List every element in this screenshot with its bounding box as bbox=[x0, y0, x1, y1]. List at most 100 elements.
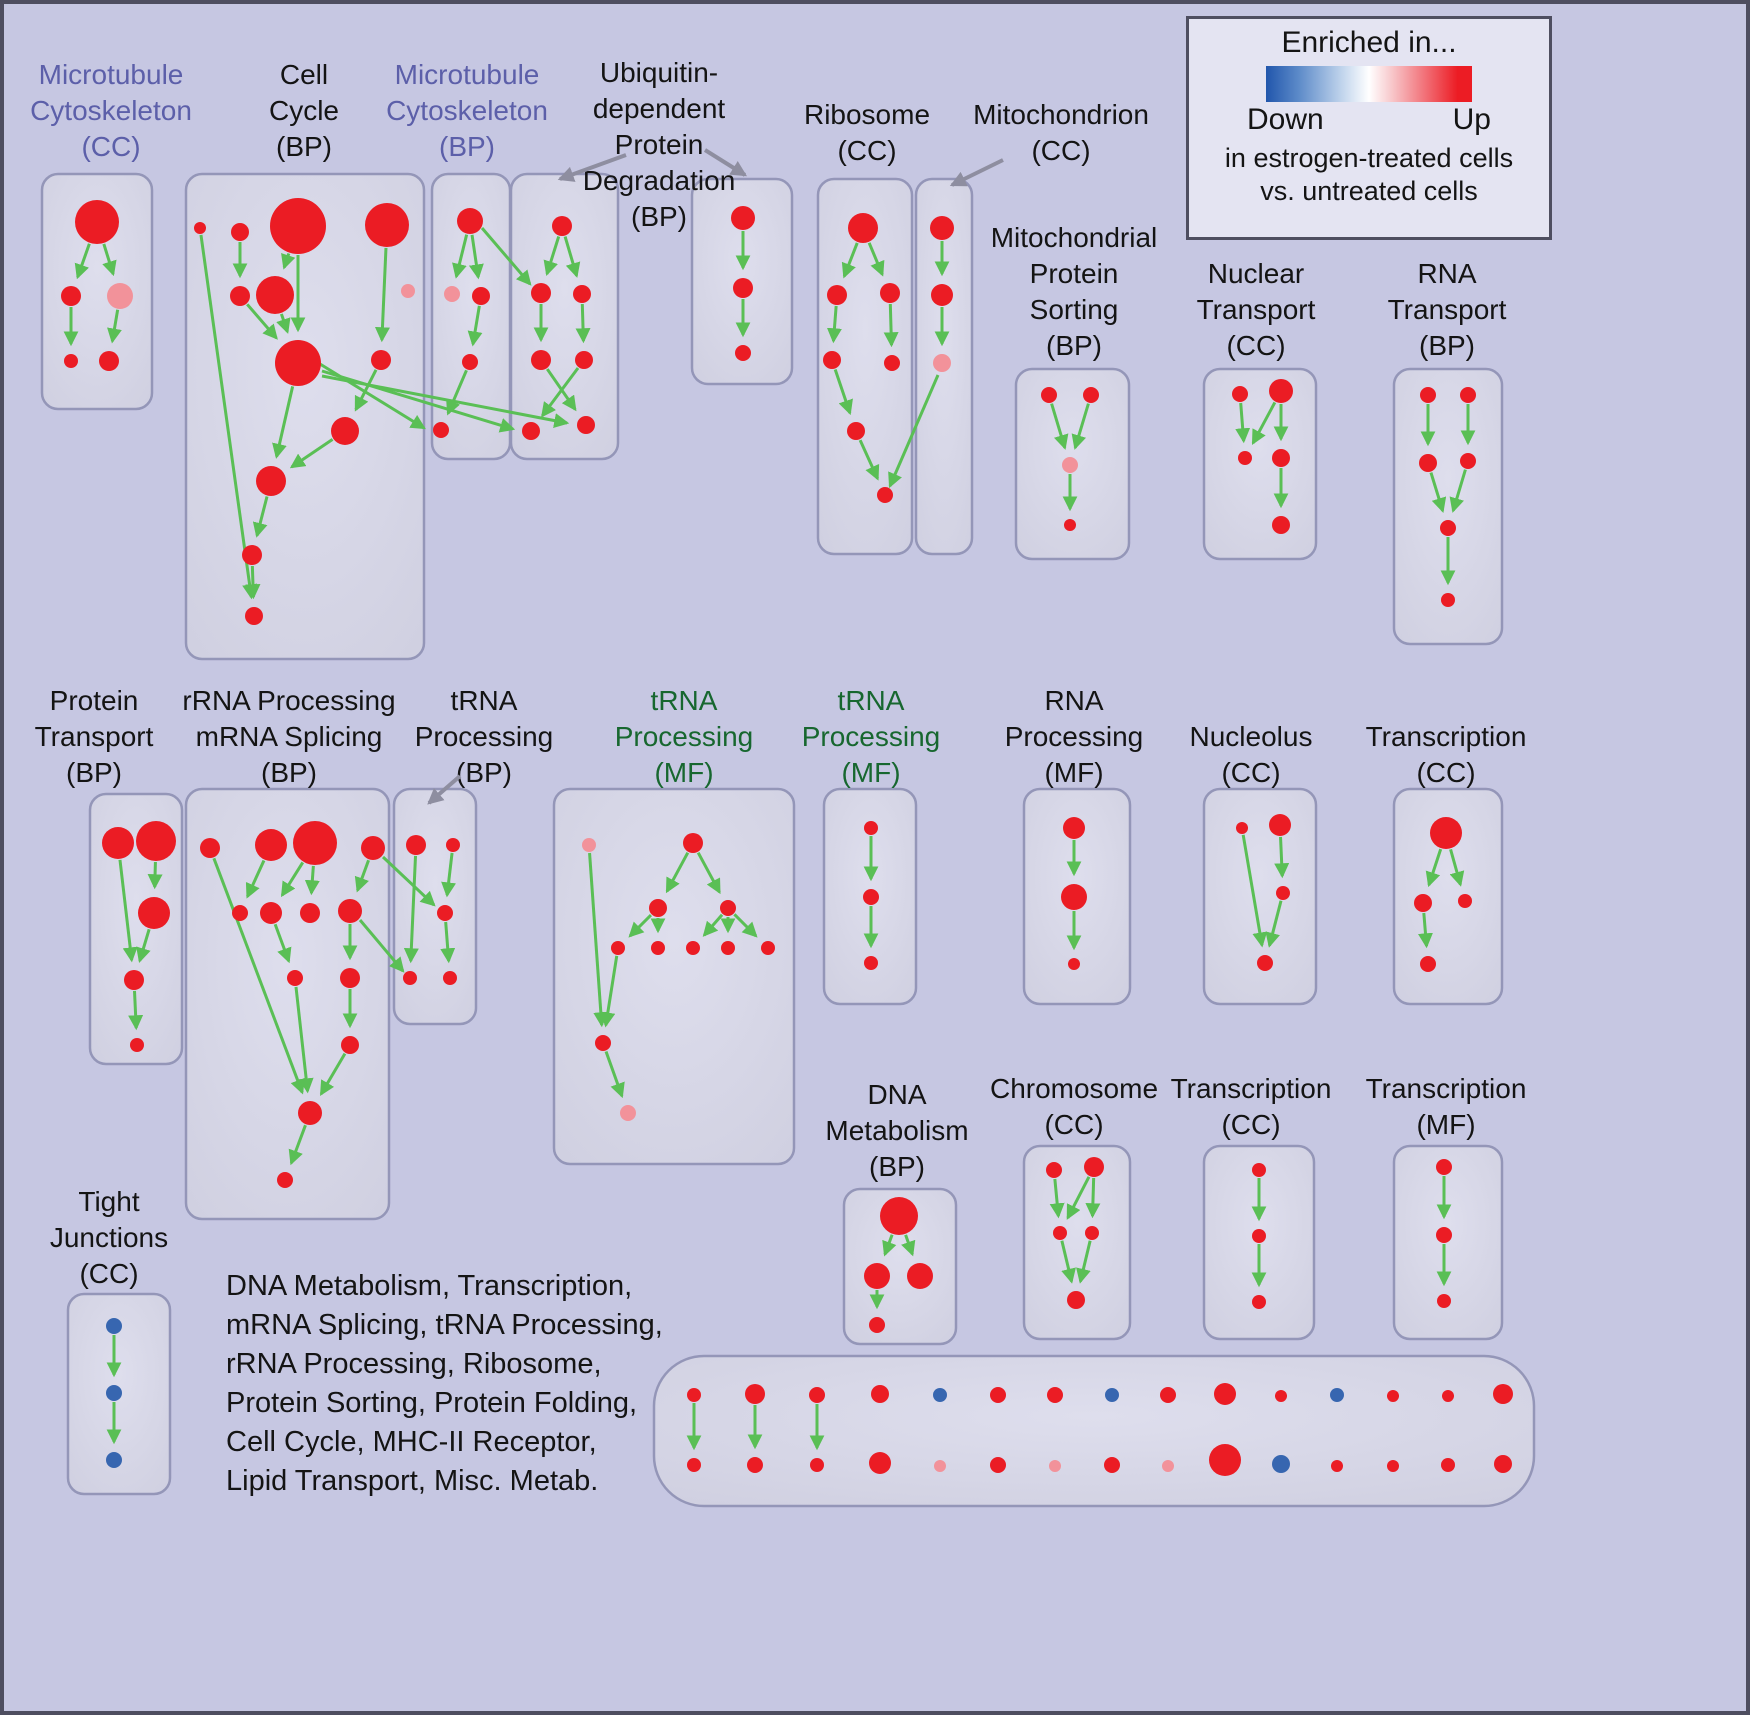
go-node-red bbox=[880, 283, 900, 303]
go-node-red bbox=[232, 905, 248, 921]
go-node-red bbox=[880, 1197, 918, 1235]
go-node-red bbox=[1272, 516, 1290, 534]
go-node-red bbox=[1440, 520, 1456, 536]
go-node-red bbox=[1068, 958, 1080, 970]
legend-context-line-2: vs. untreated cells bbox=[1260, 176, 1478, 206]
go-node-red bbox=[869, 1317, 885, 1333]
go-node-red bbox=[365, 203, 409, 247]
cross-cluster-edge-arrow bbox=[358, 919, 405, 973]
edge-arrow bbox=[246, 303, 278, 340]
go-node-red bbox=[575, 351, 593, 369]
go-node-pink bbox=[582, 838, 596, 852]
edge-arrow bbox=[867, 242, 885, 277]
go-node-red bbox=[255, 829, 287, 861]
edge-arrow bbox=[588, 852, 609, 1028]
go-node-red bbox=[1041, 387, 1057, 403]
misc-text-line: Lipid Transport, Misc. Metab. bbox=[226, 1465, 599, 1497]
edge-arrow bbox=[276, 313, 291, 334]
go-node-red bbox=[687, 1458, 701, 1472]
go-node-red bbox=[331, 417, 359, 445]
edge-arrow bbox=[288, 1124, 307, 1166]
go-node-red bbox=[102, 827, 134, 859]
go-node-red bbox=[99, 351, 119, 371]
edge-arrow bbox=[1071, 403, 1090, 450]
go-node-red bbox=[1236, 822, 1248, 834]
go-node-red bbox=[1053, 1226, 1067, 1240]
go-node-red bbox=[810, 1458, 824, 1472]
go-node-red bbox=[293, 821, 337, 865]
go-node-red bbox=[1493, 1384, 1513, 1404]
go-node-red bbox=[823, 351, 841, 369]
go-node-red bbox=[720, 900, 736, 916]
edge-arrow bbox=[252, 496, 269, 538]
go-node-red bbox=[200, 838, 220, 858]
edge-arrow bbox=[1241, 834, 1268, 948]
cross-cluster-edge-arrow bbox=[321, 374, 570, 428]
go-node-red bbox=[433, 422, 449, 438]
edge-arrow bbox=[1076, 1240, 1092, 1284]
edge-arrow bbox=[440, 921, 456, 964]
go-node-red bbox=[649, 899, 667, 917]
go-node-red bbox=[1085, 1226, 1099, 1240]
go-node-pink bbox=[620, 1105, 636, 1121]
edge-arrow bbox=[467, 305, 483, 347]
edge-arrow bbox=[628, 914, 652, 938]
go-node-red bbox=[687, 1388, 701, 1402]
go-node-red bbox=[371, 350, 391, 370]
edge-arrow bbox=[665, 851, 690, 894]
go-node-red bbox=[1257, 955, 1273, 971]
go-node-red bbox=[990, 1457, 1006, 1473]
legend-gradient-bar bbox=[1266, 66, 1472, 102]
edge-arrow bbox=[199, 234, 258, 600]
go-node-red bbox=[611, 941, 625, 955]
go-node-red bbox=[1458, 894, 1472, 908]
go-node-red bbox=[1252, 1229, 1266, 1243]
go-node-red bbox=[136, 821, 176, 861]
go-node-red bbox=[1269, 379, 1293, 403]
legend-context-line-1: in estrogen-treated cells bbox=[1224, 143, 1514, 173]
edge-arrow bbox=[280, 861, 305, 898]
go-node-red bbox=[573, 285, 591, 303]
go-node-red bbox=[1064, 519, 1076, 531]
go-node-red bbox=[1387, 1390, 1399, 1402]
edge-arrow bbox=[883, 303, 899, 348]
edge-arrow bbox=[1050, 403, 1069, 450]
go-node-red bbox=[731, 206, 755, 230]
go-node-red bbox=[287, 970, 303, 986]
edge-arrow bbox=[354, 369, 378, 412]
go-node-red bbox=[1067, 1291, 1085, 1309]
go-node-red bbox=[230, 286, 250, 306]
go-node-red bbox=[138, 897, 170, 929]
go-node-red bbox=[1494, 1455, 1512, 1473]
edge-arrow bbox=[212, 857, 305, 1095]
edge-arrow bbox=[245, 859, 266, 899]
go-node-red bbox=[683, 833, 703, 853]
go-node-red bbox=[761, 941, 775, 955]
transcription-cc-label: Transcription(CC) bbox=[1366, 721, 1527, 788]
go-node-red bbox=[245, 607, 263, 625]
ribosome-cc-box bbox=[816, 177, 914, 556]
edge-arrow bbox=[441, 852, 457, 898]
edge-arrow bbox=[1066, 1176, 1091, 1220]
transcription-cc-2-label: Transcription(CC) bbox=[1171, 1073, 1332, 1140]
edge-arrow bbox=[1274, 836, 1290, 879]
go-node-red bbox=[61, 286, 81, 306]
go-node-blue bbox=[1105, 1388, 1119, 1402]
go-node-pink bbox=[934, 1460, 946, 1472]
go-node-red bbox=[1276, 886, 1290, 900]
edge-arrow bbox=[289, 438, 334, 469]
go-node-red bbox=[686, 941, 700, 955]
cross-cluster-edge-arrow bbox=[381, 855, 436, 907]
go-node-red bbox=[827, 285, 847, 305]
edge-arrow bbox=[281, 253, 296, 270]
edge-arrow bbox=[354, 859, 370, 893]
transcription-mf-label: Transcription(MF) bbox=[1366, 1073, 1527, 1140]
edge-arrow bbox=[147, 861, 163, 890]
edge-arrow bbox=[273, 923, 292, 964]
